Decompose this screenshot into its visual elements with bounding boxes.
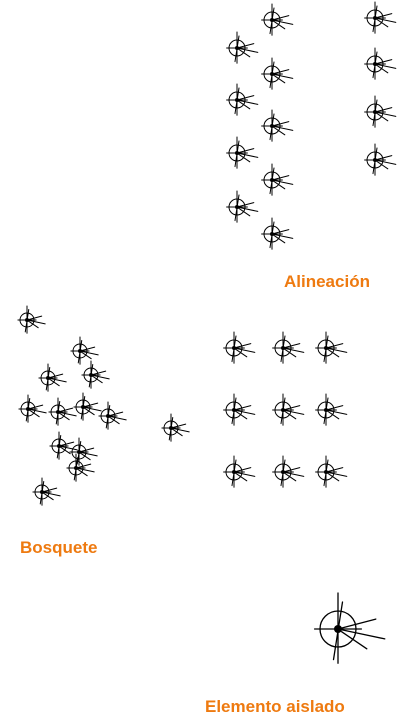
tree-symbol-icon xyxy=(98,401,127,430)
elemento-aislado-label: Elemento aislado xyxy=(205,697,345,716)
alineacion-label: Alineación xyxy=(284,272,370,291)
tree-symbol-icon xyxy=(272,455,305,488)
tree-symbol-icon xyxy=(70,336,99,365)
tree-symbol-icon xyxy=(17,305,46,334)
tree-symbol-icon xyxy=(223,393,256,426)
tree-symbol-icon xyxy=(261,163,294,196)
tree-symbol-icon xyxy=(364,143,397,176)
tree-symbol-icon xyxy=(226,190,259,223)
tree-symbol-icon xyxy=(69,437,98,466)
tree-symbol-icon xyxy=(315,455,348,488)
tree-symbol-icon xyxy=(66,453,95,482)
tree-symbol-icon xyxy=(313,592,386,664)
tree-symbol-icon xyxy=(261,57,294,90)
tree-symbol-icon xyxy=(272,393,305,426)
elemento-aislado-group xyxy=(313,592,386,664)
tree-symbol-icon xyxy=(261,109,294,142)
tree-symbol-icon xyxy=(223,331,256,364)
tree-symbol-icon xyxy=(73,392,102,421)
tree-symbol-icon xyxy=(272,331,305,364)
tree-symbol-icon xyxy=(32,477,61,506)
tree-symbol-icon xyxy=(364,95,397,128)
tree-symbol-icon xyxy=(364,1,397,34)
tree-symbol-icon xyxy=(18,394,47,423)
tree-symbol-icon xyxy=(226,136,259,169)
bosquete-label: Bosquete xyxy=(20,538,98,557)
tree-symbol-icon xyxy=(81,360,110,389)
tree-symbol-icon xyxy=(364,47,397,80)
tree-symbol-icon xyxy=(261,3,294,36)
bosquete-group xyxy=(17,305,190,506)
tree-symbol-icon xyxy=(315,393,348,426)
tree-symbol-icon xyxy=(226,83,259,116)
tree-symbol-icon xyxy=(38,363,67,392)
alineacion-group xyxy=(226,1,397,250)
tree-symbol-icon xyxy=(226,31,259,64)
tree-symbol-icon xyxy=(261,217,294,250)
tree-symbol-icon xyxy=(223,455,256,488)
grid-group xyxy=(223,331,348,488)
tree-symbol-icon xyxy=(315,331,348,364)
tree-symbol-icon xyxy=(161,413,190,442)
tree-symbol-icon xyxy=(48,397,77,426)
tree-symbol-icon xyxy=(49,431,78,460)
